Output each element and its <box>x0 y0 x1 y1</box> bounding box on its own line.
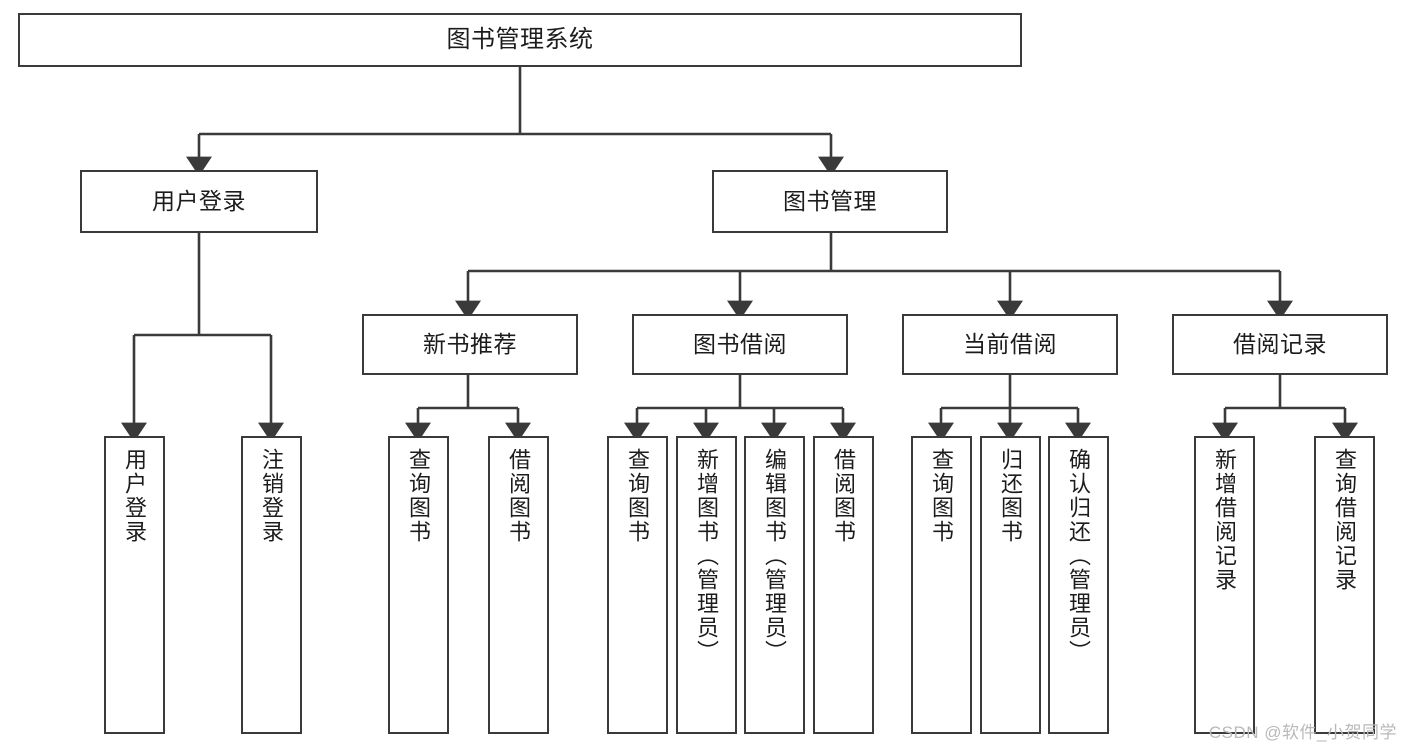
node-label: 归还图书 <box>998 448 1024 544</box>
node-label: 借阅图书 <box>831 448 857 544</box>
leaf-user-login-logout[interactable]: 注销登录 <box>241 436 302 734</box>
node-label: 新增借阅记录 <box>1212 448 1238 592</box>
leaf-current-borrow-query-book[interactable]: 查询图书 <box>911 436 972 734</box>
node-label: 查询图书 <box>406 448 432 544</box>
node-label: 图书借阅 <box>693 330 787 357</box>
node-label: 新增图书（管理员） <box>694 448 720 664</box>
node-label: 确认归还（管理员） <box>1066 448 1092 664</box>
leaf-current-borrow-confirm-return[interactable]: 确认归还（管理员） <box>1048 436 1109 734</box>
leaf-book-borrow-query-book[interactable]: 查询图书 <box>607 436 668 734</box>
leaf-current-borrow-return-book[interactable]: 归还图书 <box>980 436 1041 734</box>
node-user-login[interactable]: 用户登录 <box>80 170 318 233</box>
node-label: 查询图书 <box>929 448 955 544</box>
node-book-management[interactable]: 图书管理 <box>712 170 948 233</box>
node-new-book-recommend[interactable]: 新书推荐 <box>362 314 578 375</box>
node-label: 查询图书 <box>625 448 651 544</box>
node-label: 新书推荐 <box>423 330 517 357</box>
leaf-user-login-login[interactable]: 用户登录 <box>104 436 165 734</box>
node-label: 用户登录 <box>122 448 148 544</box>
node-label: 图书管理 <box>783 187 877 214</box>
node-label: 借阅图书 <box>506 448 532 544</box>
node-label: 借阅记录 <box>1233 330 1327 357</box>
leaf-book-borrow-add-book[interactable]: 新增图书（管理员） <box>676 436 737 734</box>
leaf-borrow-record-query-record[interactable]: 查询借阅记录 <box>1314 436 1375 734</box>
leaf-new-book-query-book[interactable]: 查询图书 <box>388 436 449 734</box>
node-label: 查询借阅记录 <box>1332 448 1358 592</box>
node-label: 编辑图书（管理员） <box>762 448 788 664</box>
node-borrow-record[interactable]: 借阅记录 <box>1172 314 1388 375</box>
leaf-borrow-record-add-record[interactable]: 新增借阅记录 <box>1194 436 1255 734</box>
node-label: 用户登录 <box>152 187 246 214</box>
leaf-book-borrow-edit-book[interactable]: 编辑图书（管理员） <box>744 436 805 734</box>
node-label: 当前借阅 <box>963 330 1057 357</box>
node-current-borrow[interactable]: 当前借阅 <box>902 314 1118 375</box>
leaf-new-book-borrow-book[interactable]: 借阅图书 <box>488 436 549 734</box>
node-book-borrow[interactable]: 图书借阅 <box>632 314 848 375</box>
node-root-system[interactable]: 图书管理系统 <box>18 13 1022 67</box>
node-label: 图书管理系统 <box>446 25 594 53</box>
leaf-book-borrow-borrow-book[interactable]: 借阅图书 <box>813 436 874 734</box>
node-label: 注销登录 <box>259 448 285 544</box>
